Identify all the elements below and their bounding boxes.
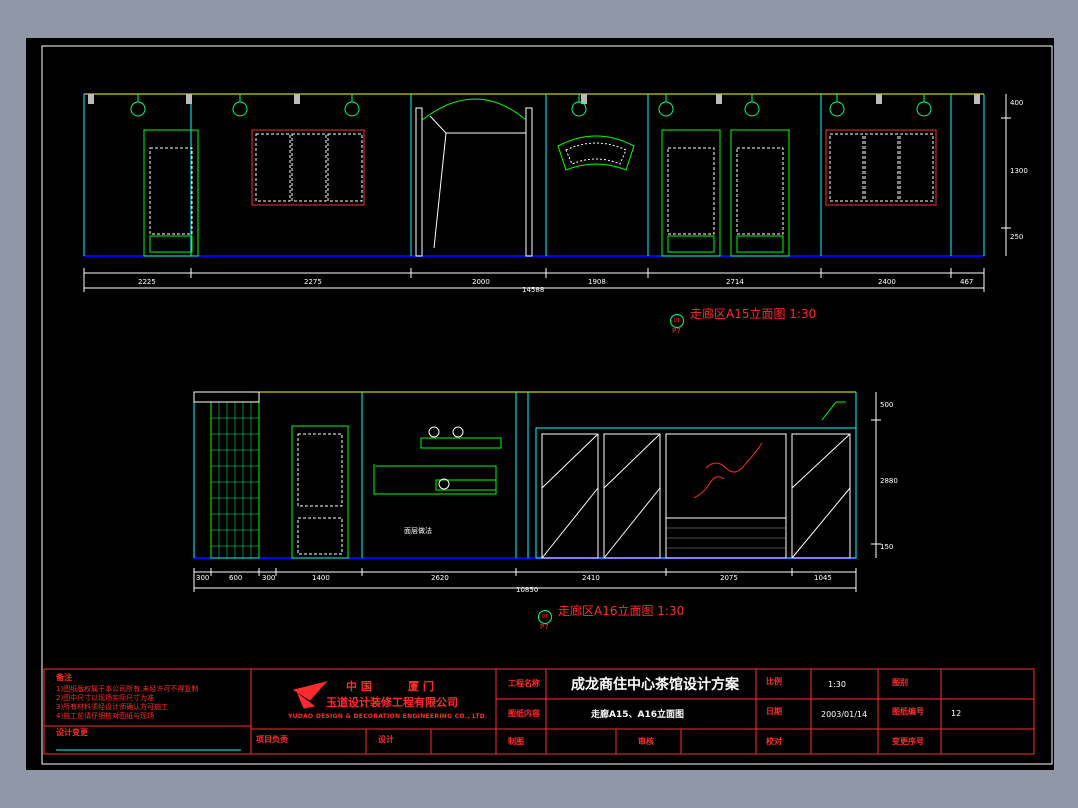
a16-section-marker: 01 — [538, 610, 552, 624]
date-value: 2003/01/14 — [821, 710, 868, 719]
a16-dim-3: 300 — [262, 574, 276, 582]
drawing-content-label: 图纸内容 — [508, 709, 540, 718]
a15-dim-6: 2400 — [878, 278, 896, 286]
change-no-label: 变更序号 — [892, 737, 924, 746]
a15-dim-5: 2714 — [726, 278, 744, 286]
a16-title: 走廊区A16立面图 1:30 — [558, 604, 685, 618]
company-city: 厦 门 — [408, 680, 434, 693]
sheet-no-value: 12 — [951, 709, 962, 718]
elevation-a15 — [83, 93, 1011, 292]
a16-annotation: 面层做法 — [404, 527, 432, 535]
a16-dim-6: 2410 — [582, 574, 600, 582]
a15-dim-1: 2225 — [138, 278, 156, 286]
date-label: 日期 — [766, 707, 782, 716]
a16-height-2: 2880 — [880, 477, 898, 485]
a15-marker-top: 01 — [673, 318, 681, 324]
cad-drawing — [41, 45, 1053, 765]
sheet-no-label: 图纸编号 — [892, 707, 924, 716]
company-name-en: YUDAO DESIGN & DECORATION ENGINEERING CO… — [288, 713, 488, 720]
a15-dim-2: 2275 — [304, 278, 322, 286]
design-label: 设计 — [378, 735, 394, 744]
notes-label: 备注 — [56, 673, 72, 682]
a15-title: 走廊区A15立面图 1:30 — [690, 307, 817, 321]
company-name-cn: 玉道设计装修工程有限公司 — [326, 696, 458, 709]
a16-marker-top: 01 — [541, 614, 549, 620]
title-block — [43, 668, 1035, 755]
a16-height-1: 500 — [880, 401, 894, 409]
scale-value: 1:30 — [828, 680, 846, 689]
check-label: 校对 — [766, 737, 782, 746]
a15-height-3: 250 — [1010, 233, 1024, 241]
project-lead-label: 项目负责 — [256, 735, 288, 744]
sheet-label: 图别 — [892, 678, 908, 687]
a16-total: 10850 — [516, 586, 539, 594]
a15-dim-7: 467 — [960, 278, 974, 286]
a16-dim-5: 2620 — [431, 574, 449, 582]
a16-dim-8: 1045 — [814, 574, 832, 582]
a16-dim-2: 600 — [229, 574, 243, 582]
a15-height-2: 1300 — [1010, 167, 1028, 175]
a15-height-1: 400 — [1010, 99, 1024, 107]
project-name: 成龙商住中心茶馆设计方案 — [571, 677, 739, 693]
a15-total: 14588 — [522, 286, 545, 294]
project-name-label: 工程名称 — [508, 679, 540, 688]
scale-label: 比例 — [766, 677, 782, 686]
elevation-a16 — [193, 391, 881, 592]
drafting-label: 制图 — [508, 737, 524, 746]
a16-dim-1: 300 — [196, 574, 210, 582]
review-label: 审核 — [638, 737, 654, 746]
company-country: 中 国 — [346, 680, 372, 693]
a15-dim-4: 1908 — [588, 278, 606, 286]
a15-marker-bottom: P7 — [672, 327, 681, 335]
note-4: 4)施工前请仔细核对图纸与现场 — [56, 712, 155, 720]
drawing-sheet: 2225 2275 2000 1908 2714 2400 467 14588 … — [26, 38, 1054, 770]
a16-marker-bottom: P7 — [540, 623, 549, 631]
a15-section-marker: 01 — [670, 314, 684, 328]
design-change-label: 设计变更 — [56, 728, 88, 737]
drawing-content: 走廊A15、A16立面图 — [591, 710, 684, 720]
a16-dim-4: 1400 — [312, 574, 330, 582]
note-1: 1)图纸版权属于本公司所有,未经许可不得复制 — [56, 685, 199, 693]
a15-dim-3: 2000 — [472, 278, 490, 286]
note-2: 2)图中尺寸以现场实际尺寸为准 — [56, 694, 155, 702]
note-3: 3)所有材料须经设计师确认方可施工 — [56, 703, 169, 711]
a16-dim-7: 2075 — [720, 574, 738, 582]
a16-height-3: 150 — [880, 543, 894, 551]
